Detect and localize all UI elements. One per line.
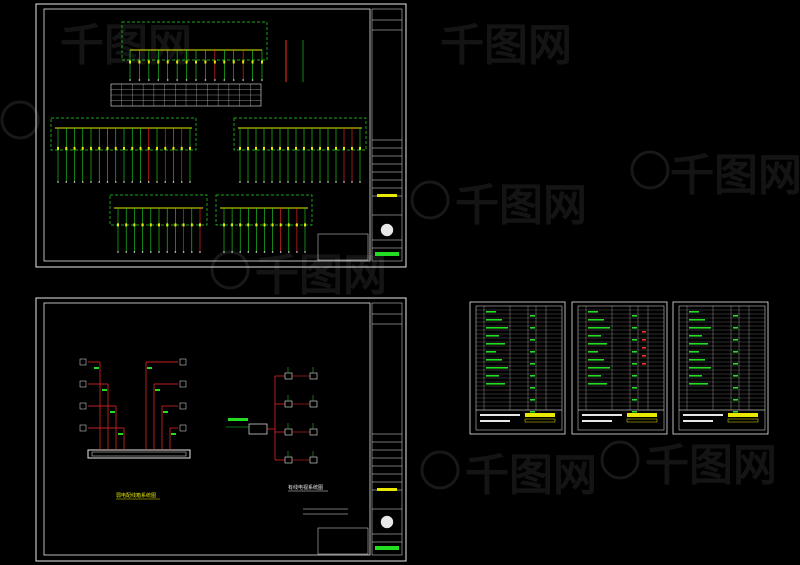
cable-tv-system: 有线电视系统图 (226, 367, 348, 515)
top-branches-lines (129, 50, 263, 81)
main-distribution-panel (110, 21, 304, 107)
cable-tv-legend (303, 508, 348, 515)
watermark-layer: 千图网 千图网 千图网 千图网 千图网 千图网 千图网 (0, 20, 800, 501)
sheet-2-title-block (371, 302, 403, 556)
watermark-text-3: 千图网 (255, 250, 387, 301)
sub-distribution-panel-left (50, 117, 197, 183)
material-list-sheet-2[interactable] (571, 301, 668, 435)
sheet-2-company-logo (380, 515, 394, 529)
bot-right-branches-lines (223, 208, 306, 253)
material-list-sheet-3[interactable] (672, 301, 769, 435)
bot-left-branches-lines (117, 208, 201, 253)
sheet-2-inner-frame (43, 302, 371, 556)
sheet-power-distribution[interactable] (35, 3, 407, 268)
sub-distribution-panel-right (233, 117, 367, 183)
cable-tv-splitters (267, 367, 318, 464)
watermark-text-7: 千图网 (440, 20, 572, 71)
sheet-1-inner-frame (43, 8, 371, 262)
watermark-logo (0, 100, 670, 490)
sheet-2-outer-frame (35, 297, 407, 562)
sheet-1-note-box (317, 233, 369, 261)
sheet-1-outer-frame (35, 3, 407, 268)
watermark-text-6: 千图网 (60, 20, 192, 71)
panel-load-table-grid (111, 84, 261, 106)
sheet-1-title-block (371, 8, 403, 262)
watermark-text-5: 千图网 (465, 450, 597, 501)
sheet-1-company-logo (380, 223, 394, 237)
watermark-text-1: 千图网 (670, 150, 800, 201)
watermark-text-2: 千图网 (455, 180, 587, 231)
weak-current-left-title: 弱电配线箱系统图 (116, 492, 156, 499)
material-table-sheets[interactable] (469, 301, 769, 435)
mid-right-branches-lines (239, 128, 361, 183)
weak-current-feeders (79, 358, 187, 450)
amplifier-box (248, 423, 268, 435)
sub-distribution-panel-bottom-left (109, 194, 208, 253)
material-list-sheet-1[interactable] (469, 301, 566, 435)
cable-tv-title: 有线电视系统图 (288, 484, 323, 491)
mid-left-branches-lines (57, 128, 191, 183)
sheet-2-note-box (317, 527, 369, 555)
sub-distribution-panel-bottom-right (215, 194, 313, 253)
watermark-text-4: 千图网 (645, 440, 777, 491)
watermark-text: 千图网 千图网 千图网 千图网 千图网 千图网 千图网 (60, 20, 800, 501)
weak-current-distribution-box: 弱电配线箱系统图 (79, 358, 191, 500)
sheet-weak-current[interactable]: 弱电配线箱系统图 有线电视系统图 (35, 297, 407, 562)
